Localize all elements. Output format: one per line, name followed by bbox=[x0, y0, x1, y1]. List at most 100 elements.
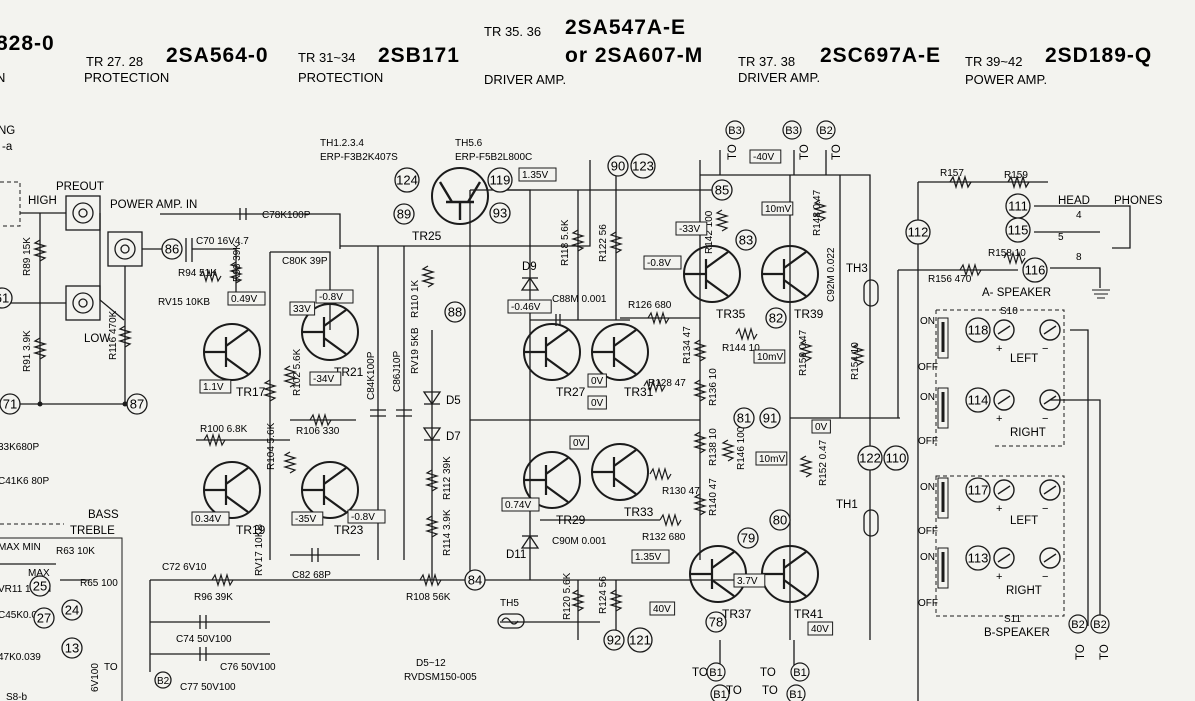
label-r102: R102 5.6K bbox=[292, 348, 303, 396]
label-th56-part: ERP-F5B2L800C bbox=[455, 152, 532, 163]
speaker-terminal-7: − bbox=[1039, 547, 1061, 583]
speaker-switches bbox=[937, 317, 949, 589]
svg-text:90: 90 bbox=[611, 159, 625, 174]
header-part-3: 2SA547A-E bbox=[565, 16, 686, 39]
label-a-speaker: A- SPEAKER bbox=[982, 287, 1051, 299]
label-rv17: RV17 10KB bbox=[254, 524, 265, 576]
label-c74: C74 50V100 bbox=[176, 634, 232, 645]
svg-text:TR19: TR19 bbox=[236, 523, 266, 537]
voltage-v-074: 0.74V bbox=[501, 497, 540, 512]
node-78: 78 bbox=[705, 611, 727, 633]
label-diodes-part: RVDSM150-005 bbox=[404, 672, 477, 683]
label-r130: R130 47 bbox=[662, 486, 700, 497]
label-pin-5: 5 bbox=[1058, 232, 1064, 243]
svg-text:82: 82 bbox=[769, 311, 783, 326]
label-r148: R148 0.47 bbox=[812, 189, 823, 236]
label-to-b2: TO bbox=[831, 144, 843, 160]
label-a-right: RIGHT bbox=[1010, 427, 1046, 439]
label-c86: C86J10P bbox=[392, 351, 403, 392]
node-82: 82 bbox=[765, 307, 787, 329]
label-b-left: LEFT bbox=[1010, 515, 1038, 527]
transistors: TR17TR19TR21TR23TR25TR27TR29TR31TR33TR35… bbox=[203, 167, 824, 621]
speaker-terminal-5: − bbox=[1039, 479, 1061, 515]
voltage-v-n40: -40V bbox=[749, 149, 782, 164]
label-r134: R134 47 bbox=[682, 326, 693, 364]
header-part-0: 828-0 bbox=[0, 32, 55, 55]
label-rv19: RV19 5KB bbox=[410, 327, 421, 374]
resistor-zigzag bbox=[692, 431, 708, 454]
label-r100: R100 6.8K bbox=[200, 424, 248, 435]
voltage-v-n08: -0.8V bbox=[643, 255, 682, 270]
label-c76: C76 50V100 bbox=[220, 662, 276, 673]
resistor-zigzag bbox=[211, 572, 234, 588]
resistor-zigzag bbox=[850, 343, 866, 366]
svg-text:40V: 40V bbox=[811, 624, 829, 635]
svg-text:91: 91 bbox=[763, 411, 777, 426]
label-a-left: LEFT bbox=[1010, 353, 1038, 365]
label-c80: C80K 39P bbox=[282, 256, 328, 267]
label-c77: C77 50V100 bbox=[180, 682, 236, 693]
svg-text:87: 87 bbox=[130, 397, 144, 412]
transistor-tr41: TR41 bbox=[761, 545, 824, 621]
resistor-zigzag bbox=[735, 326, 758, 342]
label-r91: R91 3.9K bbox=[22, 330, 33, 372]
label-c41: C41K6 80P bbox=[0, 476, 49, 487]
label-c70: C70 16V4.7 bbox=[196, 236, 249, 247]
node-112: 112 bbox=[905, 219, 931, 245]
svg-text:24: 24 bbox=[65, 603, 79, 618]
node-113: 113 bbox=[965, 545, 991, 571]
svg-text:61: 61 bbox=[0, 291, 9, 306]
svg-text:115: 115 bbox=[1008, 223, 1029, 238]
svg-text:40V: 40V bbox=[653, 604, 671, 615]
header-func-1: PROTECTION bbox=[84, 70, 169, 85]
speaker-switch-3 bbox=[937, 547, 949, 589]
node-123: 123 bbox=[630, 153, 656, 179]
voltage-v-135b: 1.35V bbox=[631, 549, 670, 564]
label-to-b1b: TO bbox=[762, 685, 778, 697]
svg-text:TR29: TR29 bbox=[556, 513, 586, 527]
svg-text:93: 93 bbox=[493, 206, 507, 221]
svg-text:TR41: TR41 bbox=[794, 607, 824, 621]
voltage-v-n35: -35V bbox=[291, 511, 324, 526]
label-to-b3b: TO bbox=[799, 144, 811, 160]
speaker-terminal-1: − bbox=[1039, 319, 1061, 355]
resistor-zigzag bbox=[608, 231, 624, 254]
resistor-zigzag bbox=[570, 589, 586, 612]
label-r118: R118 5.6K bbox=[560, 219, 571, 266]
label-r128: R128 47 bbox=[648, 378, 686, 389]
resistor-zigzag bbox=[608, 589, 624, 612]
label-to-spk-a: TO bbox=[1075, 644, 1087, 660]
label-r126: R126 680 bbox=[628, 300, 672, 311]
resistor-zigzag bbox=[692, 493, 708, 516]
label-r110: R110 1K bbox=[410, 279, 421, 318]
svg-text:27: 27 bbox=[37, 611, 51, 626]
label-th1234: TH1.2.3.4 bbox=[320, 138, 364, 149]
label-c45: C45K0.033 bbox=[0, 610, 48, 621]
voltage-v-0c: 0V bbox=[569, 435, 589, 450]
svg-text:1.35V: 1.35V bbox=[635, 552, 661, 563]
svg-text:117: 117 bbox=[968, 483, 989, 498]
svg-text:-0.8V: -0.8V bbox=[351, 512, 375, 523]
node-122: 122 bbox=[857, 445, 883, 471]
resistor-zigzag bbox=[282, 365, 298, 388]
node-110: 110 bbox=[883, 445, 909, 471]
node-111: 111 bbox=[1005, 193, 1031, 219]
voltage-v-034: 0.34V bbox=[191, 511, 230, 526]
svg-text:B3: B3 bbox=[785, 125, 798, 137]
svg-text:+: + bbox=[996, 413, 1002, 425]
label-r138: R138 10 bbox=[708, 428, 719, 466]
label-r33: 33K680P bbox=[0, 442, 39, 453]
transistor-tr17: TR17 bbox=[203, 323, 266, 399]
label-a: -a bbox=[2, 141, 13, 153]
voltage-v-33: 33V bbox=[289, 301, 316, 316]
label-c72: C72 6V10 bbox=[162, 562, 207, 573]
svg-text:10mV: 10mV bbox=[759, 454, 785, 465]
header-ref-4: TR 37. 38 bbox=[738, 54, 795, 69]
label-to-b1a: TO bbox=[726, 685, 742, 697]
svg-text:112: 112 bbox=[908, 225, 929, 240]
node-80: 80 bbox=[769, 509, 791, 531]
label-to-spk-b: TO bbox=[1099, 644, 1111, 660]
label-th1: TH1 bbox=[836, 499, 858, 511]
speaker-switch-2 bbox=[937, 477, 949, 519]
header-part-1: 2SA564-0 bbox=[166, 44, 269, 67]
